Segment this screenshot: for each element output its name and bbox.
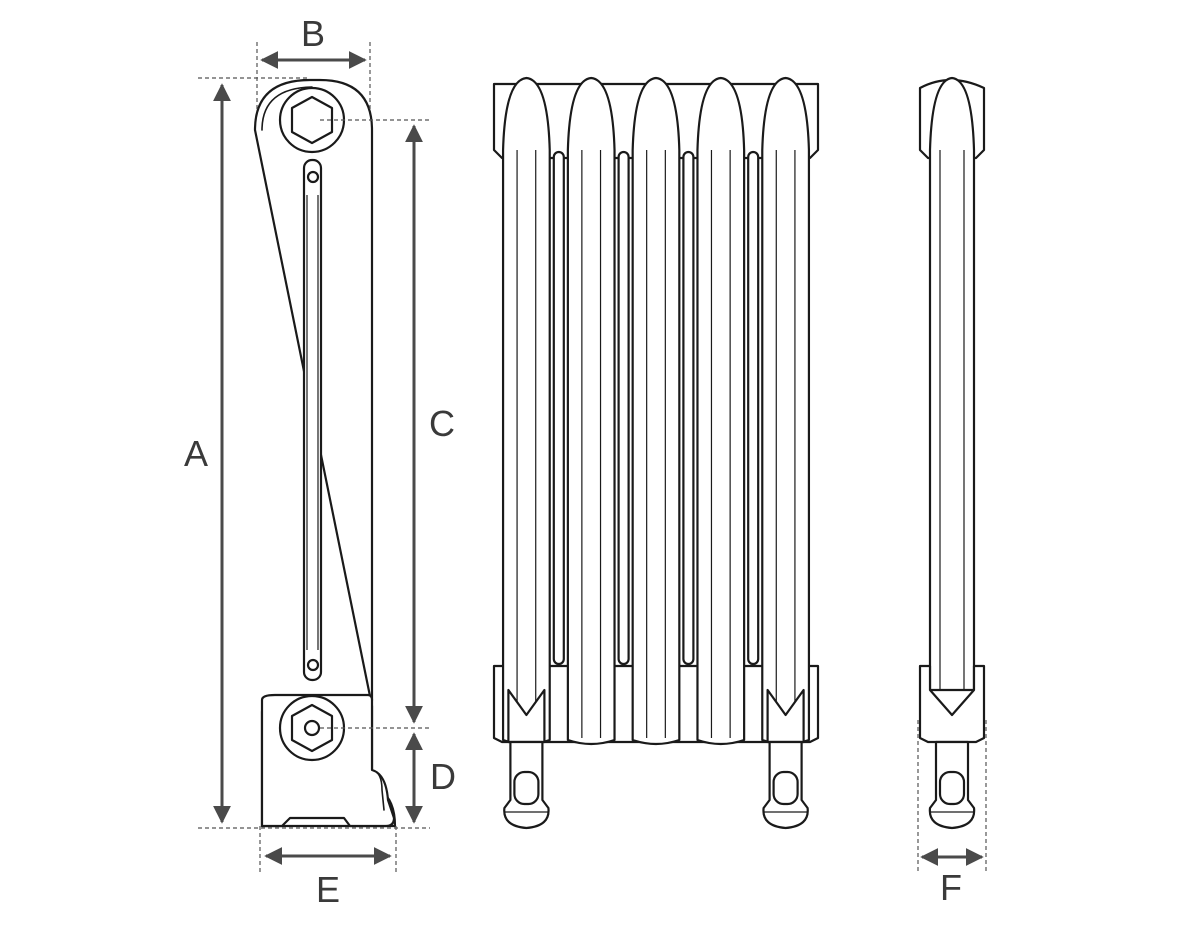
end-view [917,76,987,872]
dimension-e-label: E [316,869,340,910]
end-view-column [928,76,976,692]
dimension-b-label: B [301,13,325,54]
dimension-d-label: D [430,756,456,797]
dimension-c-label: C [429,403,455,444]
side-view-slot [302,158,323,682]
side-view-reference-lines [198,42,430,872]
end-view-bottom-cap [918,664,986,744]
dimension-a: A [184,83,231,824]
front-view-leg-joint [766,688,805,744]
front-view-column [566,76,616,746]
front-view-connector [682,150,695,666]
front-view [492,76,820,830]
dimension-f: F [920,848,984,908]
front-view-column [761,76,811,746]
front-view-column [631,76,681,746]
dimension-c: C [405,124,455,724]
front-view-connector [617,150,630,666]
front-view-leg-foot [513,770,540,806]
front-view-column [696,76,746,746]
front-view-connector [747,150,760,666]
dimension-b: B [260,13,367,69]
front-view-leg-foot [772,770,799,806]
dimension-e: E [264,847,392,910]
top-hex-nut [290,95,334,145]
front-view-leg-joint [507,688,546,744]
dimension-f-label: F [940,867,962,908]
dimension-d: D [405,732,456,824]
dimension-a-label: A [184,433,208,474]
side-view [253,78,397,828]
front-view-connector [552,150,565,666]
front-view-column [501,76,551,746]
